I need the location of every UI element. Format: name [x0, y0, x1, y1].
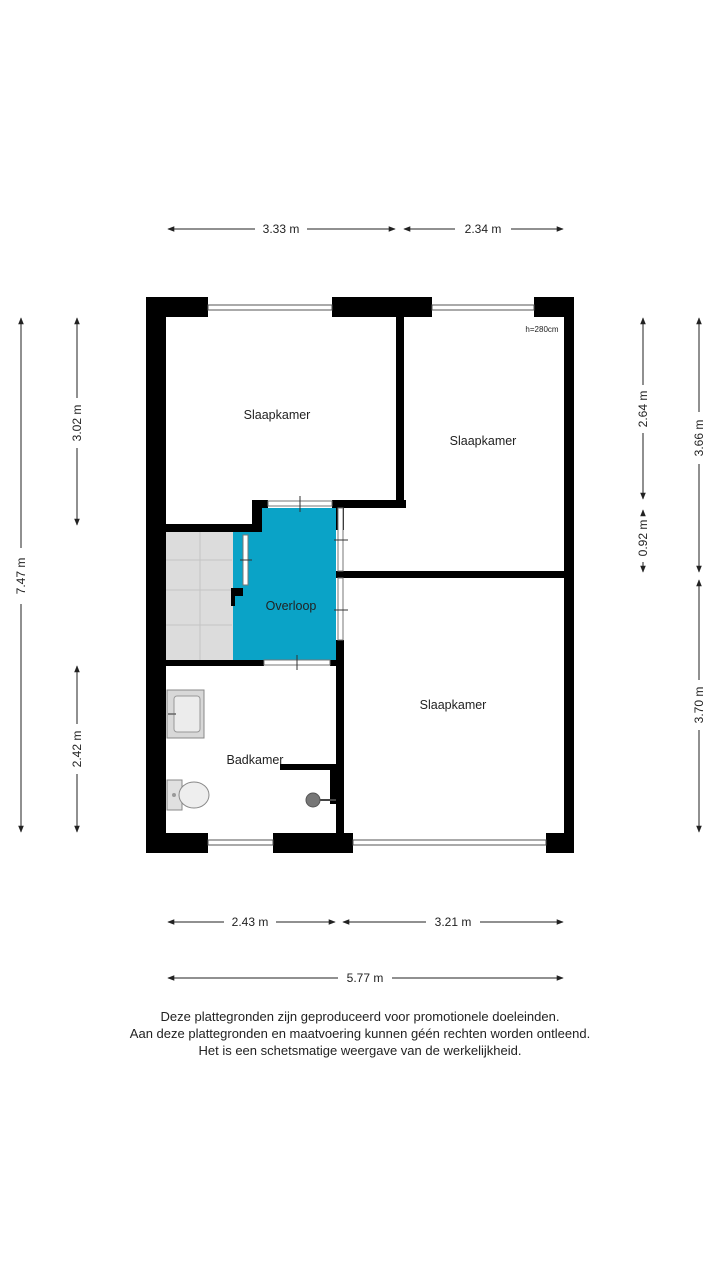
dimension-right-lower: 3.70 m: [692, 579, 706, 833]
room-label-bedroom-bottom-right: Slaapkamer: [420, 698, 487, 712]
dimension-left-upper: 3.02 m: [70, 317, 84, 526]
dimension-right-upper: 2.64 m: [636, 317, 650, 500]
disclaimer-line-2: Aan deze plattegronden en maatvoering ku…: [129, 1026, 591, 1041]
floor-plan: 3.33 m 2.34 m 7.47 m 3.02 m 2.42 m 2.64 …: [14, 222, 706, 985]
dimension-left-lower-label: 2.42 m: [70, 731, 84, 768]
windows: [207, 304, 547, 846]
disclaimer-line-1: Deze plattegronden zijn geproduceerd voo…: [160, 1009, 560, 1024]
dimension-top-right: 2.34 m: [403, 222, 564, 236]
dimension-bottom-total: 5.77 m: [167, 971, 564, 985]
room-label-bedroom-top-right: Slaapkamer: [450, 434, 517, 448]
disclaimer-line-3: Het is een schetsmatige weergave van de …: [198, 1043, 522, 1058]
room-label-landing: Overloop: [266, 599, 317, 613]
dimension-top-right-label: 2.34 m: [465, 222, 502, 236]
dimension-right-outer-upper: 3.66 m: [692, 317, 706, 573]
dimension-left-total-label: 7.47 m: [14, 558, 28, 595]
dimension-right-outer-upper-label: 3.66 m: [692, 420, 706, 457]
dimension-left-lower: 2.42 m: [70, 665, 84, 833]
door-ticks: [240, 496, 348, 670]
dimension-left-total: 7.47 m: [14, 317, 28, 833]
shower-fixture: [305, 792, 336, 808]
stairs-lines: [166, 532, 232, 660]
dimension-right-middle-label: 0.92 m: [636, 520, 650, 557]
sink-fixture: [166, 689, 205, 739]
dimension-bottom-right-label: 3.21 m: [435, 915, 472, 929]
room-label-bedroom-top-left: Slaapkamer: [244, 408, 311, 422]
dimension-left-upper-label: 3.02 m: [70, 405, 84, 442]
dimension-right-upper-label: 2.64 m: [636, 391, 650, 428]
dimension-bottom-left: 2.43 m: [167, 915, 336, 929]
landing-area: [233, 508, 336, 660]
dimension-bottom-left-label: 2.43 m: [232, 915, 269, 929]
toilet-fixture: [166, 779, 210, 811]
dimension-right-middle: 0.92 m: [636, 509, 650, 573]
room-label-bathroom: Badkamer: [227, 753, 284, 767]
dimension-top-left-label: 3.33 m: [263, 222, 300, 236]
disclaimer: Deze plattegronden zijn geproduceerd voo…: [0, 1008, 720, 1059]
dimension-bottom-right: 3.21 m: [342, 915, 564, 929]
dimension-bottom-total-label: 5.77 m: [347, 971, 384, 985]
dimension-top-left: 3.33 m: [167, 222, 396, 236]
dimension-right-lower-label: 3.70 m: [692, 687, 706, 724]
ceiling-height-label: h=280cm: [525, 325, 558, 334]
